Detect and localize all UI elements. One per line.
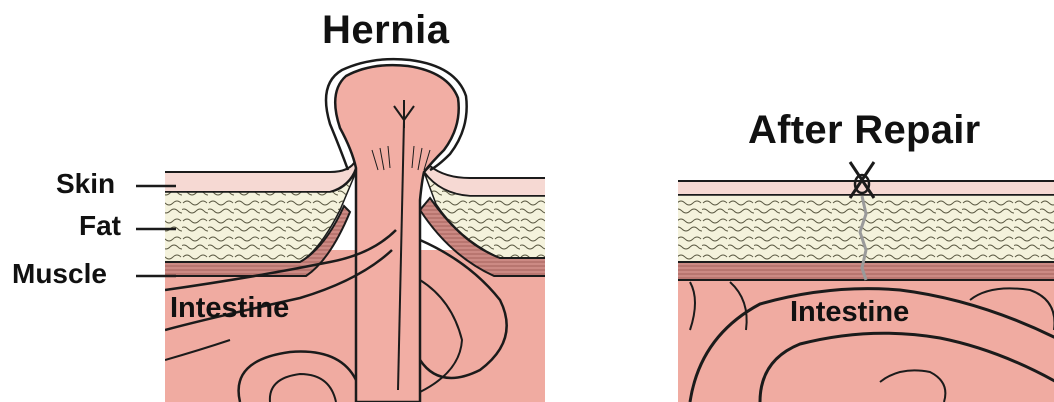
repair-panel	[674, 181, 1054, 402]
intestine-label-repair: Intestine	[790, 296, 909, 329]
intestine-label-hernia: Intestine	[170, 292, 289, 325]
skin-label: Skin	[56, 168, 115, 200]
after-repair-title: After Repair	[748, 108, 981, 153]
fat-label: Fat	[79, 210, 121, 242]
muscle-label: Muscle	[12, 258, 107, 290]
skin-layer-left	[160, 160, 356, 192]
hernia-title: Hernia	[322, 8, 450, 53]
hernia-panel	[160, 59, 550, 402]
